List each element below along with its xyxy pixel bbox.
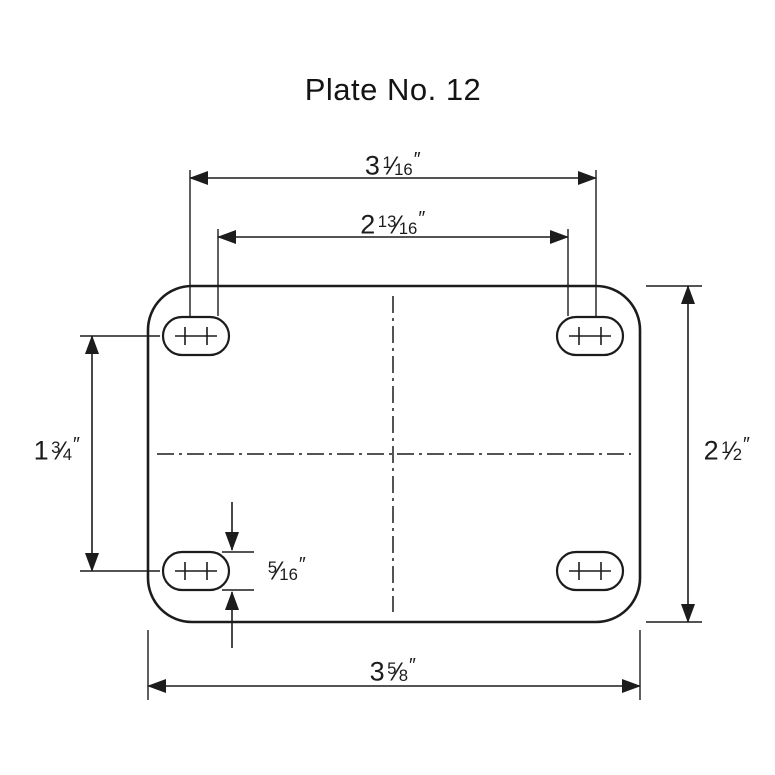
inch-mark: ″ bbox=[743, 433, 751, 456]
diagram-title: Plate No. 12 bbox=[304, 72, 482, 107]
dim-denominator: 16 bbox=[394, 159, 413, 179]
dim-whole: 2 bbox=[703, 435, 720, 466]
dim-numerator: 3 bbox=[51, 437, 61, 457]
dim-label-slot-height: 5⁄16″ bbox=[266, 554, 307, 587]
inch-mark: ″ bbox=[298, 553, 307, 576]
dim-top-outer-lines bbox=[189, 170, 597, 316]
slot-bottom-left bbox=[161, 550, 231, 592]
fraction-slash: ⁄ bbox=[729, 437, 734, 466]
dim-denominator: 8 bbox=[398, 665, 409, 685]
center-lines bbox=[157, 296, 631, 612]
plate-body bbox=[146, 284, 642, 624]
dim-denominator: 2 bbox=[732, 444, 743, 464]
dim-top-inner-lines bbox=[217, 229, 569, 316]
dim-numerator: 1 bbox=[382, 152, 392, 172]
inch-mark: ″ bbox=[418, 207, 426, 230]
fraction-slash: ⁄ bbox=[395, 658, 400, 687]
dim-bottom-lines bbox=[147, 630, 641, 700]
dim-whole: 1 bbox=[33, 435, 50, 466]
dim-denominator: 16 bbox=[279, 564, 298, 584]
dim-denominator: 4 bbox=[62, 444, 73, 464]
dim-denominator: 16 bbox=[398, 218, 418, 238]
slot-bottom-right bbox=[555, 550, 625, 592]
dim-whole: 3 bbox=[369, 656, 386, 687]
slot-top-left bbox=[161, 315, 231, 357]
dim-whole: 2 bbox=[360, 209, 376, 240]
dim-right-lines bbox=[646, 285, 702, 623]
dim-numerator: 5 bbox=[267, 557, 277, 577]
dim-numerator: 5 bbox=[387, 658, 397, 678]
dim-numerator: 1 bbox=[721, 437, 731, 457]
fraction-slash: ⁄ bbox=[395, 211, 400, 240]
inch-mark: ″ bbox=[413, 148, 422, 171]
fraction-slash: ⁄ bbox=[59, 437, 64, 466]
dim-slot-lines bbox=[222, 502, 254, 648]
plate-outline bbox=[146, 284, 642, 624]
slot-top-right bbox=[555, 315, 625, 357]
dim-left-lines bbox=[80, 335, 160, 572]
inch-mark: ″ bbox=[409, 654, 417, 677]
dim-whole: 3 bbox=[364, 150, 381, 181]
fraction-slash: ⁄ bbox=[390, 152, 396, 181]
inch-mark: ″ bbox=[73, 433, 81, 456]
dim-numerator: 13 bbox=[377, 211, 397, 231]
fraction-slash: ⁄ bbox=[276, 557, 281, 586]
